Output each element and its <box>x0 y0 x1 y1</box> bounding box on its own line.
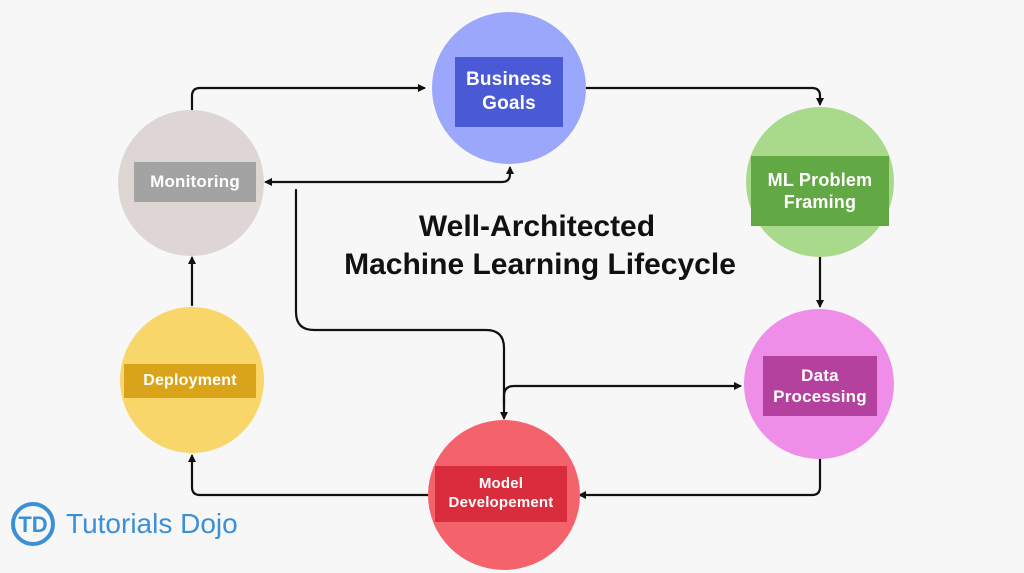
ml-problem-framing-label-line1: ML Problem <box>767 169 873 190</box>
ml-problem-framing-label-line2: Framing <box>783 192 857 212</box>
title-line1: Well-Architected <box>418 210 656 243</box>
title-line2: Machine Learning Lifecycle <box>344 247 736 281</box>
td-badge-text: TD <box>18 512 47 537</box>
data-processing-label-line2: Processing <box>773 387 867 406</box>
tutorials-dojo-logo: TD Tutorials Dojo <box>10 500 238 548</box>
arrow-model-development-to-data-processing <box>502 382 742 407</box>
arrow-monitoring-to-model-development <box>294 188 508 420</box>
business-goals-label: Business Goals <box>455 57 563 127</box>
arrow-monitoring-business-goals-feedback <box>264 166 514 186</box>
business-goals-label-line2: Goals <box>482 93 536 114</box>
arrow-monitoring-to-business-goals <box>190 84 426 112</box>
arrow-data-processing-to-model-development <box>578 456 822 499</box>
data-processing-label-line1: Data <box>801 365 839 385</box>
deployment-label: Deployment <box>124 364 256 398</box>
business-goals-label-line1: Business <box>465 69 553 91</box>
deployment-label-text: Deployment <box>143 372 237 389</box>
model-development-label: Model Developement <box>435 466 567 522</box>
td-badge-icon: TD <box>11 502 55 546</box>
monitoring-label: Monitoring <box>134 162 256 202</box>
arrow-business-goals-to-ml-framing <box>584 86 824 106</box>
model-development-label-line2: Developement <box>448 494 554 511</box>
arrow-model-development-to-deployment <box>188 454 430 497</box>
model-development-label-line1: Model <box>478 475 524 493</box>
data-processing-label: Data Processing <box>763 356 877 416</box>
diagram-title: Well-Architected Machine Learning Lifecy… <box>280 208 800 283</box>
monitoring-label-text: Monitoring <box>150 172 240 192</box>
ml-problem-framing-label: ML Problem Framing <box>751 156 889 226</box>
logo-text: Tutorials Dojo <box>66 508 238 539</box>
